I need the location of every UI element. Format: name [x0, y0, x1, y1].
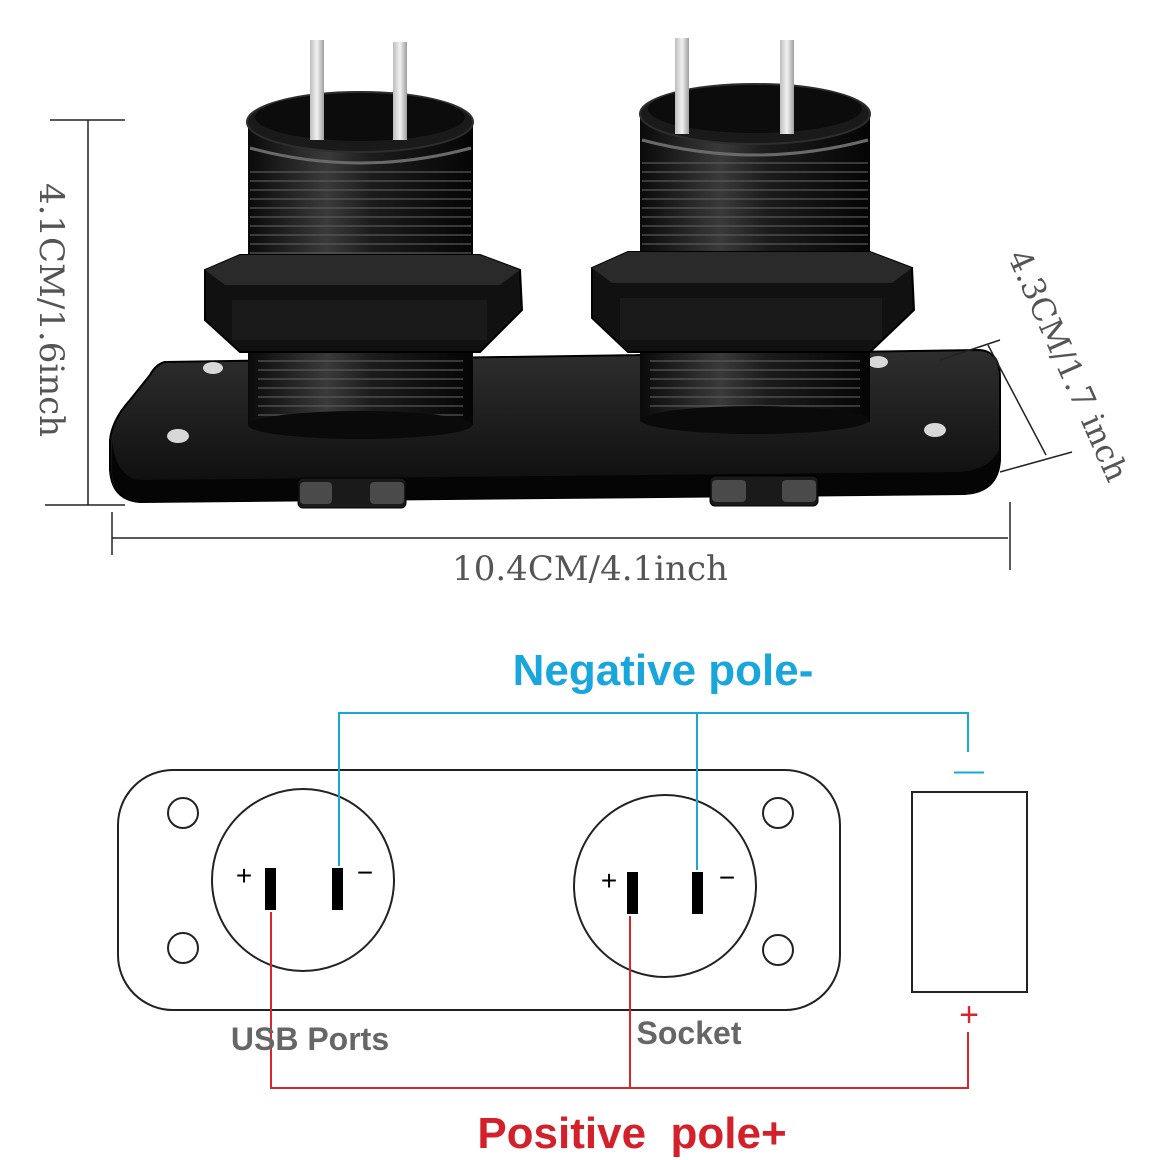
- socket-plus-sign: +: [601, 865, 617, 896]
- panel-outline: [117, 769, 841, 1011]
- socket-positive-terminal: [627, 872, 638, 914]
- bottom-clip-right: [709, 475, 819, 507]
- panel-hole: [167, 932, 199, 964]
- depth-dimension-label: 4.3CM/1.7 inch: [1000, 244, 1136, 487]
- battery-minus-sign: —: [954, 754, 984, 787]
- panel-hole: [167, 797, 199, 829]
- socket-cylinder: [591, 38, 916, 434]
- positive-wire: [270, 912, 969, 1089]
- width-dimension-label: 10.4CM/4.1inch: [452, 549, 728, 589]
- socket-label: Socket: [637, 1015, 742, 1051]
- socket-terminal: + −: [573, 794, 757, 978]
- usb-negative-terminal: [332, 868, 343, 910]
- socket-minus-sign: −: [719, 862, 735, 893]
- product-illustration: [109, 38, 1001, 509]
- usb-port-terminal: + −: [211, 788, 395, 972]
- depth-dimension: [939, 339, 1073, 473]
- height-dimension: [45, 119, 125, 506]
- usb-port-cylinder: [204, 40, 524, 439]
- usb-minus-sign: −: [357, 857, 373, 888]
- mount-hole: [167, 429, 189, 443]
- width-dimension: [111, 502, 1011, 570]
- mount-hole: [924, 423, 946, 437]
- negative-pole-label: Negative pole-: [513, 646, 814, 695]
- battery-box: [911, 791, 1028, 993]
- socket-negative-terminal: [692, 872, 703, 914]
- bottom-clip-left: [297, 477, 407, 509]
- usb-positive-terminal: [265, 868, 276, 910]
- mount-hole: [203, 362, 223, 374]
- negative-wire: [338, 712, 969, 870]
- positive-pole-label: Positive pole+: [477, 1109, 786, 1158]
- usb-plus-sign: +: [236, 860, 252, 891]
- height-dimension-label: 4.1CM/1.6inch: [31, 183, 71, 437]
- battery-plus-sign: +: [959, 996, 979, 1034]
- panel-hole: [762, 934, 794, 966]
- panel-hole: [762, 797, 794, 829]
- mount-hole: [868, 356, 888, 368]
- usb-ports-label: USB Ports: [231, 1021, 389, 1057]
